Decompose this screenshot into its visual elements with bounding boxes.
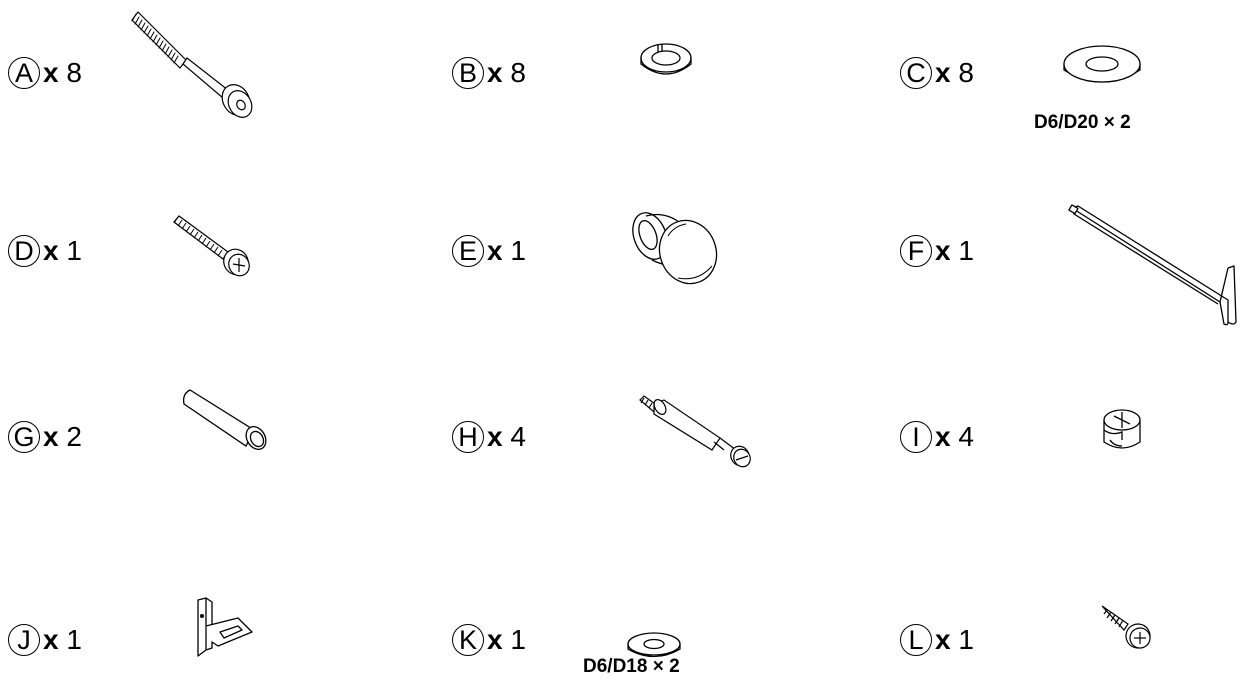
wood-screw-icon [1098,602,1158,652]
part-letter-circle: J [8,624,40,656]
part-letter-circle: F [900,235,932,267]
part-quantity: x 1 [43,235,82,266]
machine-screw-icon [170,212,254,278]
part-letter-circle: C [900,57,932,89]
part-letter-circle: K [452,624,484,656]
part-quantity: x 8 [43,57,82,88]
part-quantity: x 1 [43,624,82,655]
spring-washer-icon [636,40,696,84]
angle-bracket-icon [194,596,256,660]
part-b-label: B x 8 [452,55,526,91]
part-d-label: D x 1 [8,233,82,269]
cam-lock-nut-icon [1100,406,1144,456]
part-letter-circle: H [452,421,484,453]
wooden-dowel-icon [180,386,272,456]
connector-bolt-icon [128,8,258,128]
part-quantity: x 1 [487,235,526,266]
small-washer-icon [624,630,684,664]
part-letter-circle: L [900,624,932,656]
knob-icon [628,206,720,292]
part-g-label: G x 2 [8,419,82,455]
flat-washer-icon [1060,44,1144,90]
part-quantity: x 1 [487,624,526,655]
cam-bolt-icon [636,394,756,470]
part-f-label: F x 1 [900,233,974,269]
part-quantity: x 4 [935,421,974,452]
part-letter-circle: A [8,57,40,89]
part-a-label: A x 8 [8,55,82,91]
washer-size-note: D6/D18 × 2 [583,656,680,677]
part-k-label: K x 1 [452,622,526,658]
part-quantity: x 8 [935,57,974,88]
part-quantity: x 4 [487,421,526,452]
part-l-label: L x 1 [900,622,974,658]
part-quantity: x 1 [935,624,974,655]
part-e-label: E x 1 [452,233,526,269]
part-letter-circle: G [8,421,40,453]
part-c-label: C x 8 [900,55,974,91]
part-letter-circle: B [452,57,484,89]
part-letter-circle: I [900,421,932,453]
washer-size-note: D6/D20 × 2 [1034,112,1131,133]
part-letter-circle: E [452,235,484,267]
part-letter-circle: D [8,235,40,267]
allen-key-icon [1068,202,1244,328]
part-j-label: J x 1 [8,622,82,658]
part-i-label: I x 4 [900,419,974,455]
part-quantity: x 2 [43,421,82,452]
part-quantity: x 1 [935,235,974,266]
part-h-label: H x 4 [452,419,526,455]
part-quantity: x 8 [487,57,526,88]
